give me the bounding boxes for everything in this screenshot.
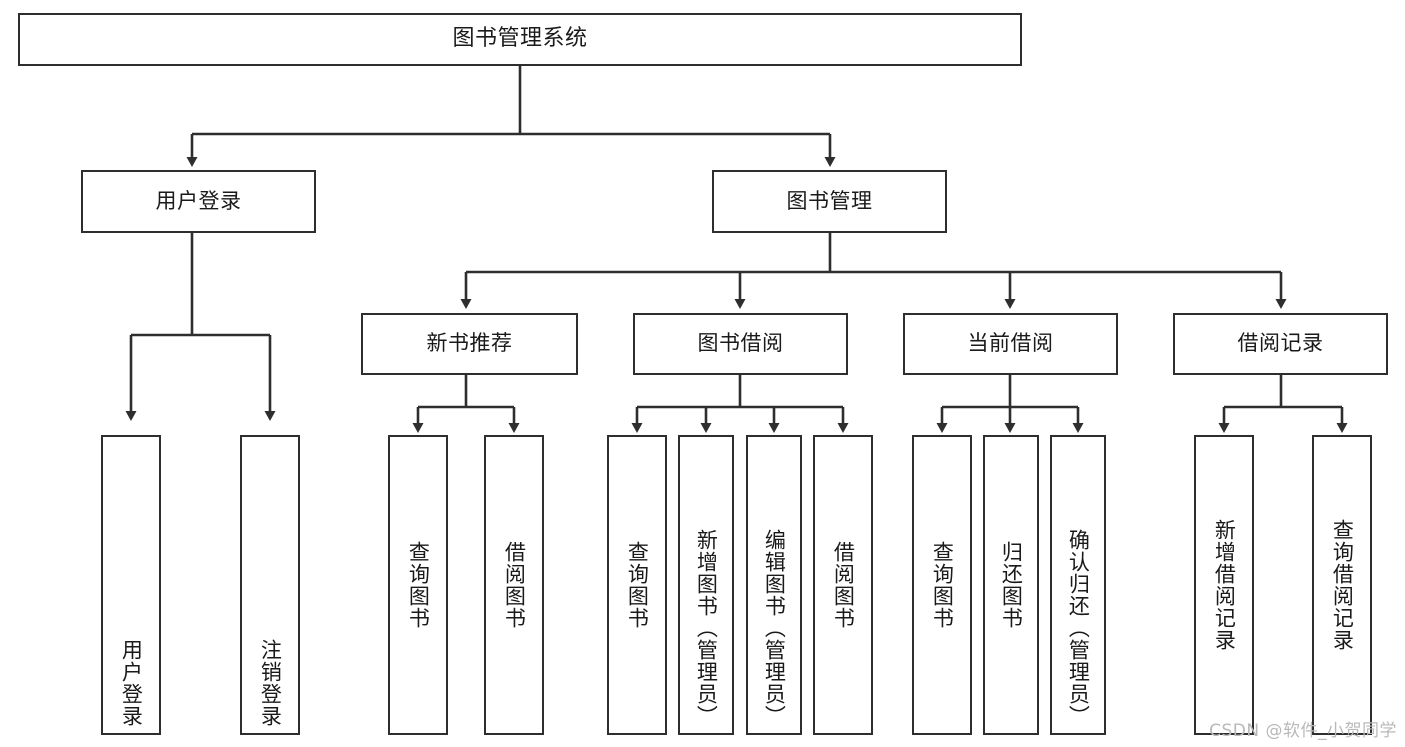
leaf-confirm-return-admin[interactable]: 确认归还（管理员） — [1050, 435, 1106, 735]
node-borrow-record[interactable]: 借阅记录 — [1173, 313, 1388, 375]
node-label: 查询图书 — [930, 541, 955, 629]
node-label: 图书借阅 — [697, 331, 784, 356]
node-root-book-management-system[interactable]: 图书管理系统 — [18, 13, 1022, 66]
node-label: 图书管理系统 — [452, 26, 588, 52]
leaf-edit-book-admin[interactable]: 编辑图书（管理员） — [746, 435, 802, 735]
leaf-query-book-current[interactable]: 查询图书 — [912, 435, 972, 735]
node-label: 用户登录 — [155, 188, 242, 213]
leaf-query-borrow-record[interactable]: 查询借阅记录 — [1312, 435, 1372, 735]
node-label: 用户登录 — [119, 639, 144, 727]
node-label: 新增图书（管理员） — [694, 529, 719, 727]
node-label: 图书管理 — [786, 188, 873, 213]
node-label: 借阅图书 — [831, 541, 856, 629]
node-label: 借阅图书 — [502, 541, 527, 629]
node-label: 查询图书 — [625, 541, 650, 629]
node-label: 确认归还（管理员） — [1066, 529, 1091, 727]
node-book-borrow[interactable]: 图书借阅 — [633, 313, 848, 375]
leaf-logout[interactable]: 注销登录 — [240, 435, 300, 735]
node-book-management[interactable]: 图书管理 — [712, 170, 947, 233]
node-label: 编辑图书（管理员） — [762, 529, 787, 727]
node-label: 注销登录 — [258, 639, 283, 727]
node-label: 新书推荐 — [426, 331, 513, 356]
node-current-borrow[interactable]: 当前借阅 — [903, 313, 1118, 375]
leaf-add-borrow-record[interactable]: 新增借阅记录 — [1194, 435, 1254, 735]
leaf-borrow-book-recommendation[interactable]: 借阅图书 — [484, 435, 544, 735]
csdn-watermark: CSDN @软件_小贺同学 — [1209, 721, 1397, 741]
node-label: 借阅记录 — [1237, 331, 1324, 356]
leaf-query-book-borrow[interactable]: 查询图书 — [607, 435, 667, 735]
node-label: 查询借阅记录 — [1330, 519, 1355, 651]
leaf-user-login[interactable]: 用户登录 — [101, 435, 161, 735]
node-user-login[interactable]: 用户登录 — [81, 170, 316, 233]
node-new-book-recommendation[interactable]: 新书推荐 — [361, 313, 578, 375]
leaf-add-book-admin[interactable]: 新增图书（管理员） — [678, 435, 734, 735]
leaf-return-book[interactable]: 归还图书 — [983, 435, 1039, 735]
leaf-query-book-recommendation[interactable]: 查询图书 — [388, 435, 448, 735]
leaf-borrow-book[interactable]: 借阅图书 — [813, 435, 873, 735]
node-label: 查询图书 — [406, 541, 431, 629]
node-label: 当前借阅 — [967, 331, 1054, 356]
node-label: 归还图书 — [999, 541, 1024, 629]
node-label: 新增借阅记录 — [1212, 519, 1237, 651]
